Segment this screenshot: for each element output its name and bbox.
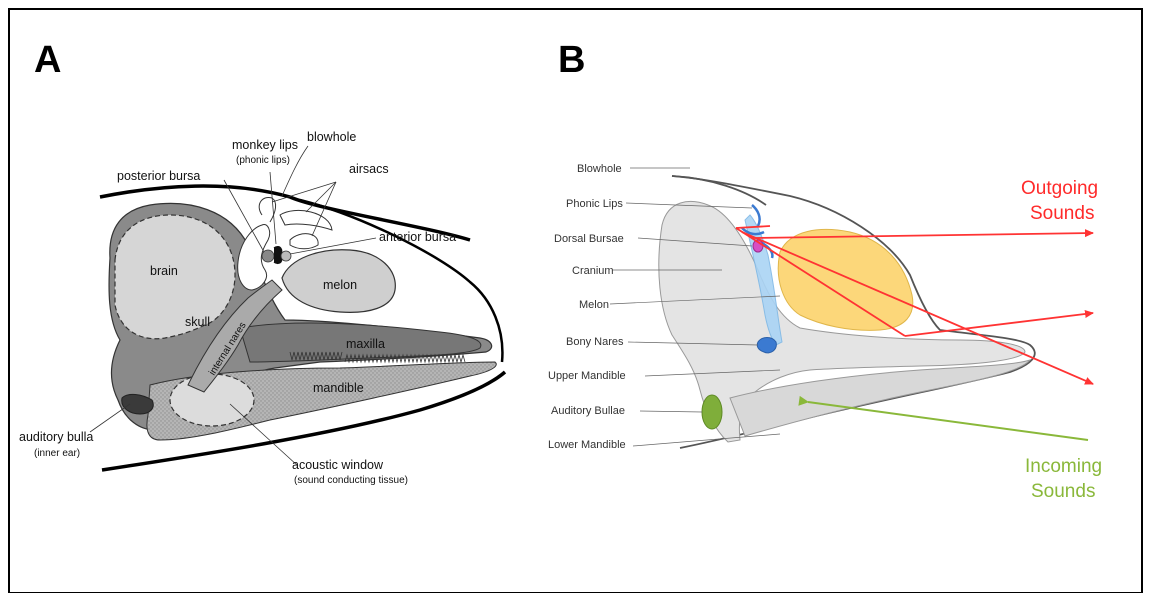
panel-a-airsac-2 xyxy=(280,210,332,230)
panel-b-label-blowhole: Blowhole xyxy=(577,163,622,175)
panel-b-letter: B xyxy=(558,39,585,81)
panel-a-label-skull: skull xyxy=(185,315,210,329)
panel-b-label-bony-nares: Bony Nares xyxy=(566,336,624,348)
panel-a-label-maxilla: maxilla xyxy=(346,337,385,351)
panel-b-label-cranium: Cranium xyxy=(572,265,614,277)
panel-a-airsac-3 xyxy=(290,234,318,249)
panel-a-label-sound-conducting-tissue: (sound conducting tissue) xyxy=(294,475,408,486)
panel-b-leader-lower-mandible xyxy=(633,434,780,446)
panel-a-label-melon: melon xyxy=(323,278,357,292)
panel-b-bony-nares xyxy=(757,338,776,353)
panel-a-letter: A xyxy=(34,39,61,81)
panel-b-auditory-bullae xyxy=(702,395,722,429)
panel-b-label-outgoing-2: Sounds xyxy=(1030,203,1094,224)
panel-b-label-lower-mandible: Lower Mandible xyxy=(548,439,626,451)
panel-b-label-incoming-2: Sounds xyxy=(1031,481,1095,502)
panel-b-label-dorsal-bursae: Dorsal Bursae xyxy=(554,233,624,245)
panel-a-label-mandible: mandible xyxy=(313,381,364,395)
panel-a-label-airsacs: airsacs xyxy=(349,162,389,176)
panel-a-label-monkey-lips: monkey lips xyxy=(232,138,298,152)
panel-b: B xyxy=(548,39,1102,502)
panel-a-label-inner-ear: (inner ear) xyxy=(34,448,80,459)
panel-a-label-blowhole: blowhole xyxy=(307,130,356,144)
panel-a-label-phonic-lips: (phonic lips) xyxy=(236,155,290,166)
panel-a-label-auditory-bulla: auditory bulla xyxy=(19,430,93,444)
panel-b-leader-auditory-bullae xyxy=(640,411,702,412)
panel-a-label-brain: brain xyxy=(150,264,178,278)
panel-a-anterior-bursa xyxy=(281,251,291,261)
panel-b-incoming-ray xyxy=(808,402,1088,440)
panel-a-label-posterior-bursa: posterior bursa xyxy=(117,169,200,183)
panel-b-melon xyxy=(778,229,913,330)
panel-a-label-acoustic-window: acoustic window xyxy=(292,458,384,472)
panel-a: A xyxy=(19,39,505,486)
panel-a-label-anterior-bursa: anterior bursa xyxy=(379,230,456,244)
panel-b-label-phonic-lips: Phonic Lips xyxy=(566,198,623,210)
panel-a-monkey-lips xyxy=(274,247,282,264)
panel-b-label-auditory-bullae: Auditory Bullae xyxy=(551,405,625,417)
panel-b-label-upper-mandible: Upper Mandible xyxy=(548,370,626,382)
panel-b-label-melon: Melon xyxy=(579,299,609,311)
panel-a-leader-auditory-bulla xyxy=(90,404,130,432)
panel-b-blowhole-tube xyxy=(672,176,766,205)
panel-b-label-incoming-1: Incoming xyxy=(1025,456,1102,477)
panel-a-leader-blowhole xyxy=(282,146,308,196)
panel-b-label-outgoing-1: Outgoing xyxy=(1021,178,1098,199)
